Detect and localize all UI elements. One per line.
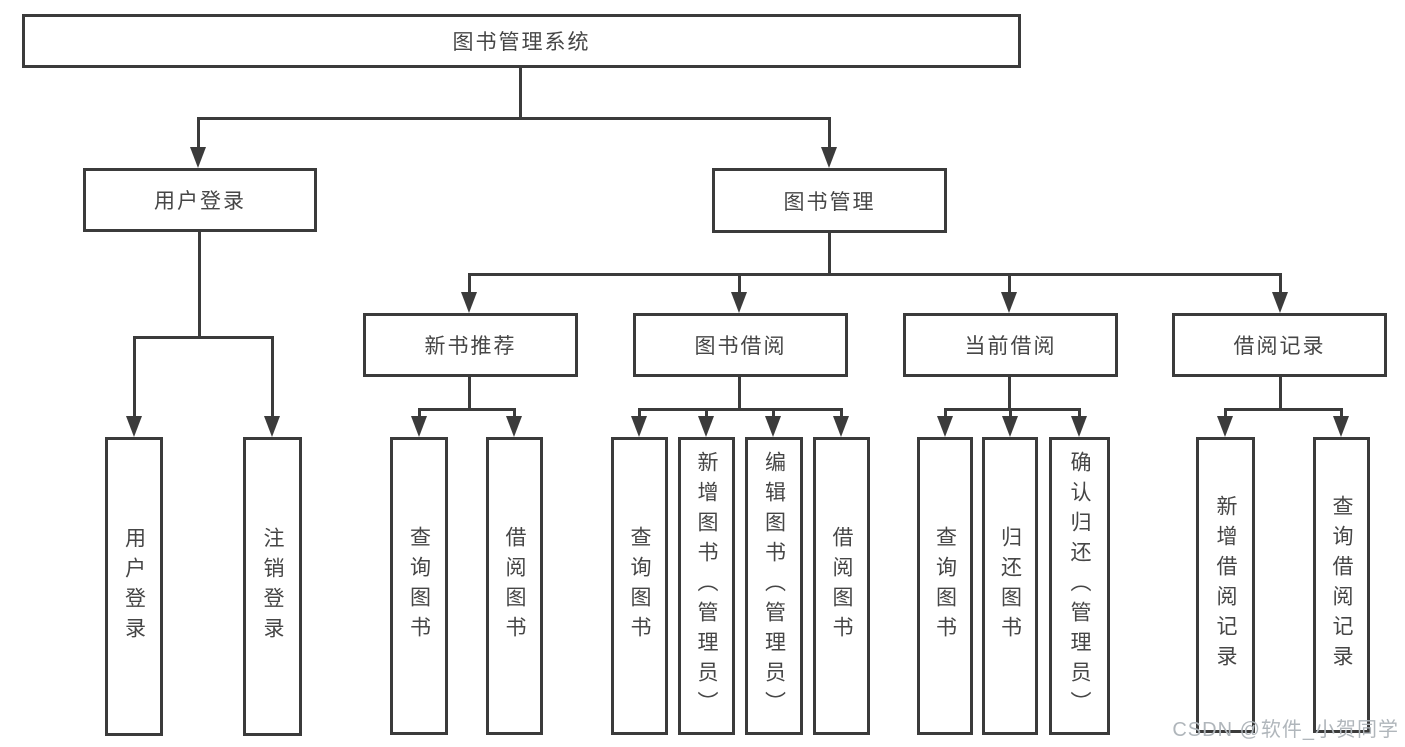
- connector: [1224, 408, 1227, 422]
- connector: [1279, 273, 1282, 297]
- arrowhead-icon: [821, 147, 837, 168]
- node-book-management: 图书管理: [712, 168, 947, 233]
- connector: [705, 408, 708, 422]
- connector: [1009, 408, 1012, 422]
- arrowhead-icon: [937, 416, 953, 437]
- leaf-current-query-books: 查询图书: [917, 437, 973, 735]
- arrowhead-icon: [833, 416, 849, 437]
- arrowhead-icon: [1071, 416, 1087, 437]
- arrowhead-icon: [461, 292, 477, 313]
- connector: [828, 117, 831, 153]
- leaf-current-confirm-return-admin: 确认归还（管理员）: [1049, 437, 1110, 735]
- leaf-borrowing-add-books-admin: 新增图书（管理员）: [678, 437, 735, 735]
- arrowhead-icon: [698, 416, 714, 437]
- arrowhead-icon: [731, 292, 747, 313]
- connector: [418, 408, 516, 411]
- connector: [468, 273, 1282, 276]
- connector: [133, 336, 274, 339]
- arrowhead-icon: [126, 416, 142, 437]
- arrowhead-icon: [1333, 416, 1349, 437]
- arrowhead-icon: [1217, 416, 1233, 437]
- connector: [271, 336, 274, 422]
- connector: [638, 408, 843, 411]
- arrowhead-icon: [631, 416, 647, 437]
- connector: [738, 377, 741, 411]
- arrowhead-icon: [1272, 292, 1288, 313]
- connector: [1078, 408, 1081, 422]
- leaf-borrowing-borrow-books: 借阅图书: [813, 437, 870, 735]
- node-new-book-recommend: 新书推荐: [363, 313, 578, 377]
- leaf-current-return-books: 归还图书: [982, 437, 1038, 735]
- connector: [468, 273, 471, 297]
- csdn-watermark: CSDN @软件_小贺同学: [1172, 719, 1399, 741]
- connector: [1008, 273, 1011, 297]
- leaf-newbook-query-books: 查询图书: [390, 437, 448, 735]
- connector: [840, 408, 843, 422]
- arrowhead-icon: [1001, 292, 1017, 313]
- arrowhead-icon: [411, 416, 427, 437]
- connector: [198, 232, 201, 339]
- arrowhead-icon: [765, 416, 781, 437]
- leaf-records-query-record: 查询借阅记录: [1313, 437, 1370, 733]
- leaf-newbook-borrow-books: 借阅图书: [486, 437, 543, 735]
- connector: [1279, 377, 1282, 411]
- node-book-borrowing: 图书借阅: [633, 313, 848, 377]
- arrowhead-icon: [506, 416, 522, 437]
- node-borrow-records: 借阅记录: [1172, 313, 1387, 377]
- connector: [519, 68, 522, 120]
- connector: [944, 408, 947, 422]
- leaf-user-login: 用户登录: [105, 437, 163, 736]
- connector: [828, 233, 831, 276]
- node-current-borrowing: 当前借阅: [903, 313, 1118, 377]
- leaf-records-add-record: 新增借阅记录: [1196, 437, 1255, 733]
- connector: [1224, 408, 1343, 411]
- leaf-borrowing-query-books: 查询图书: [611, 437, 668, 735]
- connector: [513, 408, 516, 422]
- connector: [197, 117, 831, 120]
- connector: [944, 408, 1081, 411]
- connector: [197, 117, 200, 153]
- node-root-system: 图书管理系统: [22, 14, 1021, 68]
- leaf-borrowing-edit-books-admin: 编辑图书（管理员）: [745, 437, 803, 735]
- connector: [772, 408, 775, 422]
- arrowhead-icon: [1002, 416, 1018, 437]
- arrowhead-icon: [264, 416, 280, 437]
- connector: [418, 408, 421, 422]
- connector: [133, 336, 136, 422]
- connector: [738, 273, 741, 297]
- connector: [1008, 377, 1011, 411]
- connector: [638, 408, 641, 422]
- connector: [468, 377, 471, 411]
- connector: [1340, 408, 1343, 422]
- node-user-login: 用户登录: [83, 168, 317, 232]
- leaf-logout: 注销登录: [243, 437, 302, 736]
- arrowhead-icon: [190, 147, 206, 168]
